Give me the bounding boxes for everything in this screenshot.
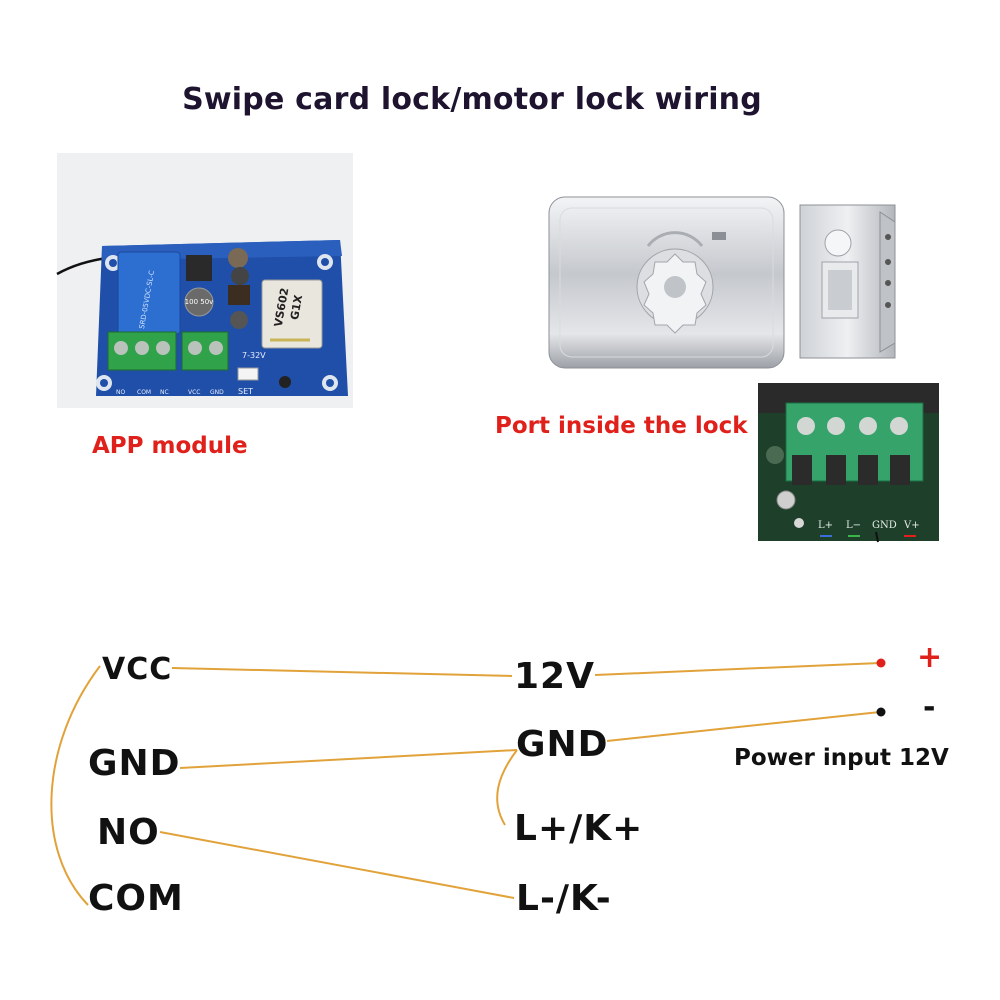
power-plus-sign: +	[917, 640, 943, 675]
label-lminus-kminus: L-/K-	[516, 878, 612, 919]
wire-vcc-com	[50, 665, 101, 906]
lock-port-caption: Port inside the lock	[495, 413, 748, 439]
board-terminal-gnd: GND	[210, 389, 224, 396]
positive-terminal-dot	[876, 658, 886, 668]
label-lplus-kplus: L+/K+	[514, 808, 644, 849]
board-terminal-com: COM	[137, 389, 151, 396]
label-gnd-right: GND	[516, 724, 609, 765]
page-title: Swipe card lock/motor lock wiring	[182, 82, 762, 117]
negative-terminal-dot	[876, 707, 886, 717]
wire-no-lminus	[159, 831, 515, 899]
board-terminal-no: NO	[116, 389, 125, 396]
cap-label: 100 50v	[185, 298, 214, 306]
wire-12v-plus	[594, 662, 881, 676]
app-module-caption: APP module	[92, 433, 248, 459]
svg-text:SRD-05VDC-SL-C: SRD-05VDC-SL-C	[138, 270, 156, 330]
label-no: NO	[97, 812, 160, 853]
board-terminal-nc: NC	[160, 389, 169, 396]
lock-terminal-gnd: GND	[872, 520, 897, 531]
wire-gnd-minus	[606, 711, 881, 742]
wire-vcc-12v	[171, 667, 513, 677]
lock-terminal-vplus: V+	[903, 520, 920, 531]
chip-label-2: G1X	[288, 293, 305, 321]
label-vcc: VCC	[102, 652, 173, 687]
lock-terminal-lplus: L+	[818, 520, 833, 531]
lock-terminal-lminus: L−	[846, 520, 861, 531]
chip-label-1: VS602	[272, 287, 292, 328]
power-input-label: Power input 12V	[734, 745, 949, 771]
label-12v: 12V	[514, 656, 595, 697]
label-com: COM	[88, 878, 184, 919]
label-gnd-left: GND	[88, 743, 181, 784]
board-set-label: SET	[238, 387, 253, 396]
board-terminal-vcc: VCC	[188, 389, 200, 396]
power-minus-sign: -	[923, 690, 936, 725]
wire-gnd-gnd	[179, 749, 518, 769]
board-voltage-label: 7-32V	[242, 351, 266, 360]
